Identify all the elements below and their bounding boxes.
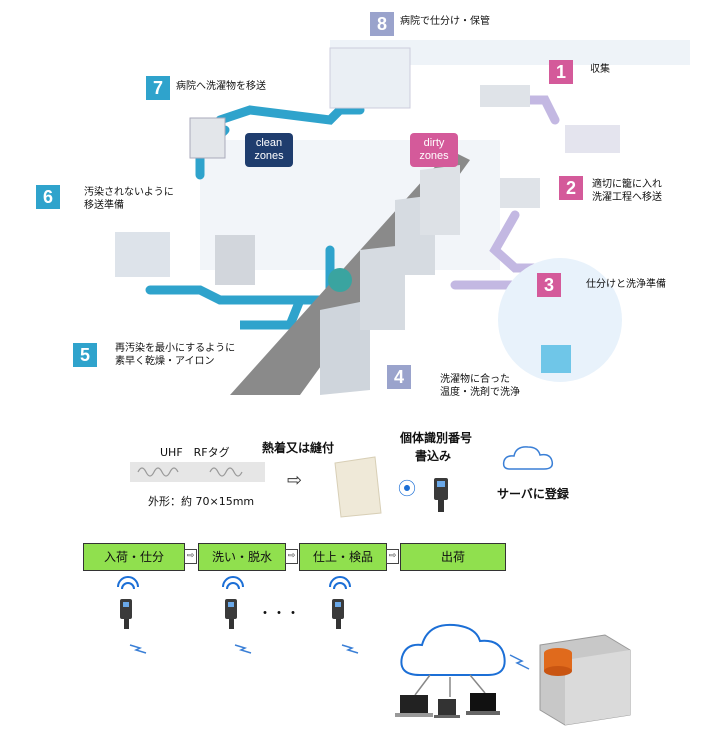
washing-machine-icon	[328, 268, 352, 292]
write-label-2: 書込み	[415, 450, 451, 463]
hospital-bed	[480, 85, 530, 107]
laptop-icon	[466, 693, 500, 715]
step-1-badge: 1	[549, 60, 573, 84]
dirty-zones-badge: dirty zones	[410, 133, 458, 167]
reader-row	[100, 575, 380, 665]
collection-bins	[565, 125, 620, 153]
cloud-icon	[401, 625, 504, 675]
flow-arrow-icon: ⇨	[285, 549, 298, 564]
register-label: サーバに登録	[497, 488, 569, 501]
rfid-reader-icon	[223, 577, 251, 653]
flow-arrow-icon: ⇨	[386, 549, 399, 564]
dryer	[215, 235, 255, 285]
write-label-1: 個体識別番号	[400, 432, 472, 445]
flow-stage-finish: 仕上・検品	[299, 543, 387, 571]
clean-cart	[190, 118, 225, 158]
step-6-label: 汚染されないように 移送準備	[84, 186, 174, 212]
step-7-badge: 7	[146, 76, 170, 100]
step-7-label: 病院へ洗濯物を移送	[176, 80, 266, 93]
laptop-icon	[395, 695, 433, 717]
flow-stage-ship: 出荷	[400, 543, 506, 571]
flow-arrow-icon: ⇨	[184, 549, 197, 564]
step-2-badge: 2	[559, 176, 583, 200]
transport-cart	[500, 178, 540, 208]
hospital-shelf	[330, 48, 410, 108]
step-6-badge: 6	[36, 185, 60, 209]
desktop-icon	[434, 699, 460, 718]
step-4-label: 洗濯物に合った 温度・洗剤で洗浄	[440, 373, 520, 399]
ellipsis-text: ・・・	[258, 608, 300, 621]
cloud-icon	[500, 443, 560, 473]
network-diagram	[390, 615, 690, 730]
rfid-reader-icon	[428, 476, 458, 516]
flow-stage-receive: 入荷・仕分	[83, 543, 185, 571]
storage-rack	[115, 232, 170, 277]
washer-4	[420, 165, 460, 235]
step-1-label: 収集	[590, 63, 610, 76]
step-3-badge: 3	[537, 273, 561, 297]
rf-tag-size: 外形：約 70×15mm	[148, 495, 254, 508]
server-icon	[540, 635, 630, 725]
rf-tag-title: UHF RFタグ	[160, 446, 230, 459]
flow-stage-wash: 洗い・脱水	[198, 543, 286, 571]
rfid-reader-icon	[118, 577, 146, 653]
step-5-label: 再汚染を最小にするように 素早く乾燥・アイロン	[115, 342, 235, 368]
rfid-reader-icon	[330, 577, 358, 653]
step-5-badge: 5	[73, 343, 97, 367]
clean-zones-badge: clean zones	[245, 133, 293, 167]
step-8-badge: 8	[370, 12, 394, 36]
step-3-label: 仕分けと洗浄準備	[586, 278, 666, 291]
wifi-icon: ⦿	[398, 475, 416, 501]
rf-tag-image	[130, 460, 270, 484]
right-arrow-icon: ⇨	[287, 470, 302, 491]
sew-label: 熱着又は縫付	[262, 442, 334, 455]
bin-icon	[541, 345, 571, 373]
laundry-process-illustration	[0, 0, 720, 425]
step-2-label: 適切に籠に入れ 洗濯工程へ移送	[592, 178, 662, 204]
step-4-badge: 4	[387, 365, 411, 389]
step-8-label: 病院で仕分け・保管	[400, 15, 490, 28]
linen-roll-image	[325, 455, 385, 520]
